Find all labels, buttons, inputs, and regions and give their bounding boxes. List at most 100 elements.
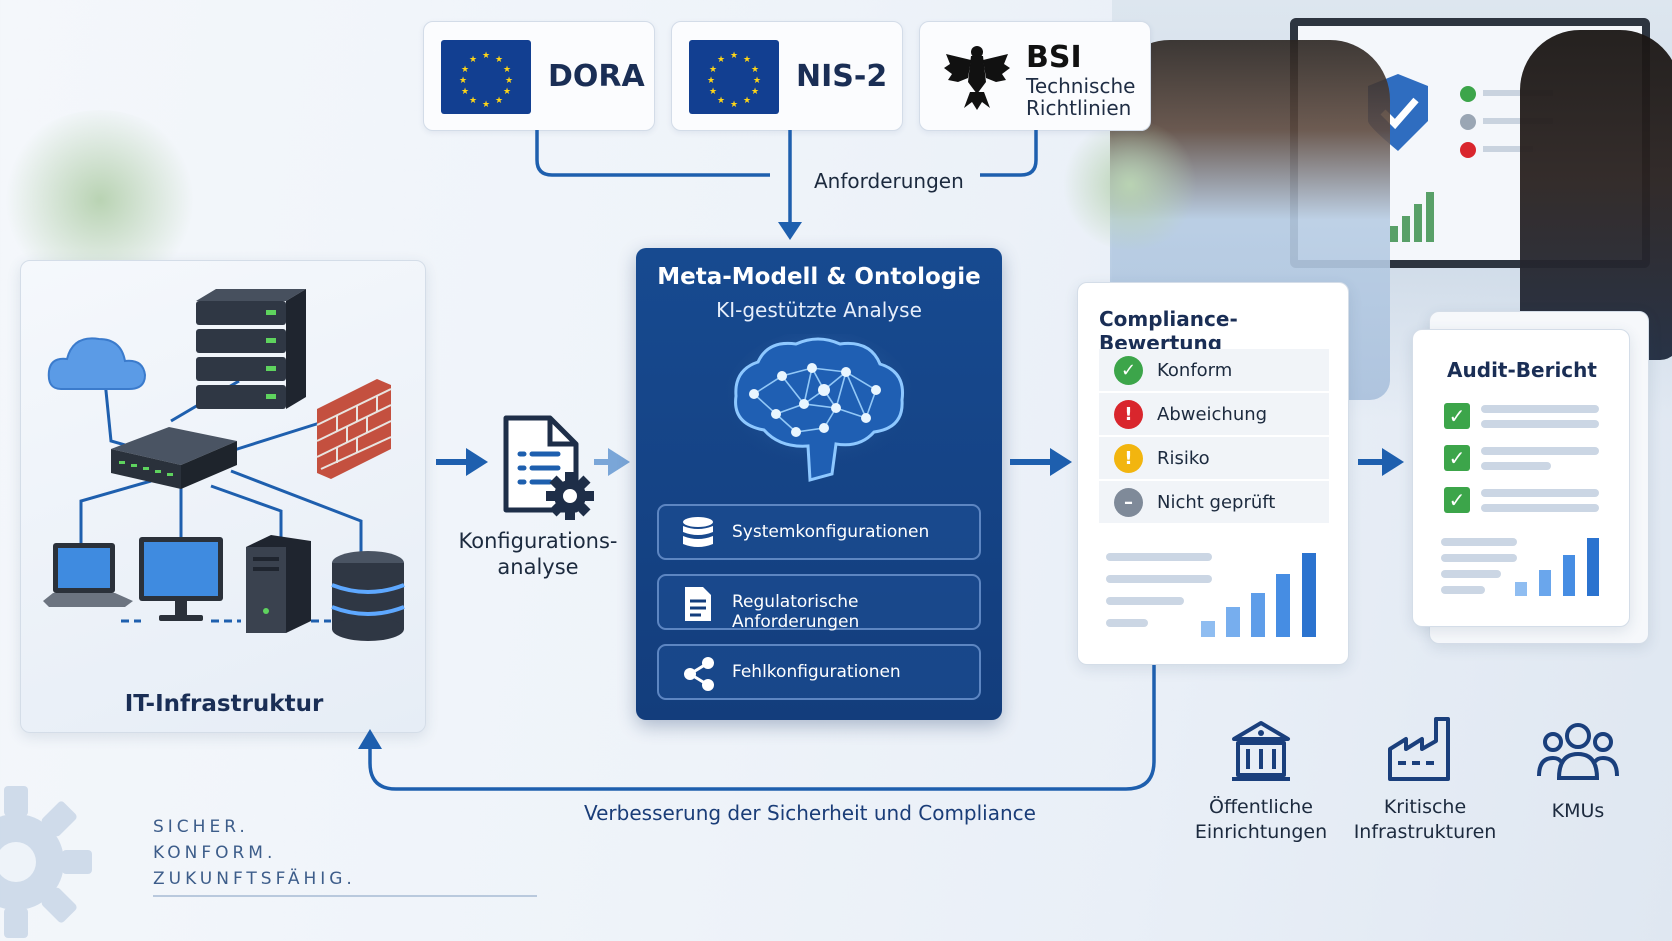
regulation-title: DORA: [548, 59, 645, 94]
svg-text:★: ★: [469, 96, 477, 106]
svg-text:★: ★: [743, 55, 751, 65]
mini-chart-bar: [1587, 538, 1599, 596]
tagline-underline: [153, 895, 537, 897]
placeholder-text-line: [1481, 420, 1599, 428]
status-row-konform: ✓ Konform: [1099, 349, 1329, 391]
placeholder-text-line: [1106, 597, 1184, 605]
checkbox-checked-icon: ✓: [1444, 487, 1470, 513]
svg-text:★: ★: [709, 65, 717, 75]
sector-label-line: Infrastrukturen: [1353, 821, 1497, 843]
audit-title: Audit-Bericht: [1447, 358, 1597, 382]
tagline: SICHER. KONFORM. ZUKUNFTSFÄHIG.: [153, 814, 356, 892]
flow-arrow: [1358, 459, 1384, 465]
svg-text:★: ★: [751, 87, 759, 97]
eu-flag-icon: ★★★★ ★★★★ ★★★★: [441, 40, 531, 114]
server-rack-icon: [196, 289, 306, 409]
factory-icon: [1388, 717, 1450, 781]
flow-arrow-head: [466, 448, 488, 476]
svg-text:★: ★: [505, 76, 513, 86]
requirements-label: Anforderungen: [814, 169, 964, 193]
mini-chart-bar: [1515, 582, 1527, 596]
svg-text:★: ★: [461, 87, 469, 97]
status-label: Abweichung: [1157, 404, 1268, 425]
check-icon: ✓: [1114, 356, 1143, 385]
meta-model-subtitle: KI-gestützte Analyse: [716, 298, 922, 322]
svg-text:★: ★: [709, 87, 717, 97]
feedback-loop-arrow: [358, 665, 1156, 791]
error-icon: !: [1114, 400, 1143, 429]
tagline-line: ZUKUNFTSFÄHIG.: [153, 869, 356, 889]
compliance-title: Compliance-Bewertung: [1099, 307, 1238, 355]
status-label: Nicht geprüft: [1157, 492, 1276, 513]
svg-text:★: ★: [730, 51, 738, 61]
flow-arrow: [436, 459, 468, 465]
database-icon: [331, 551, 405, 641]
svg-text:★: ★: [743, 96, 751, 106]
mini-chart-bar: [1302, 553, 1316, 637]
placeholder-text-line: [1441, 586, 1485, 594]
checkbox-checked-icon: ✓: [1444, 403, 1470, 429]
svg-text:★: ★: [482, 51, 490, 61]
svg-text:★: ★: [495, 96, 503, 106]
public-institution-icon: [1232, 721, 1290, 781]
tower-server-icon: [246, 535, 311, 633]
status-label: Risiko: [1157, 448, 1210, 469]
laptop-icon: [43, 543, 133, 607]
database-icon: [683, 517, 713, 547]
regulation-card-dora: ★★★★ ★★★★ ★★★★ DORA: [423, 21, 655, 131]
tagline-line: KONFORM.: [153, 843, 277, 863]
placeholder-text-line: [1441, 538, 1517, 546]
status-row-nicht-geprueft: – Nicht geprüft: [1099, 481, 1329, 523]
meta-item-regulatorische-anforderungen: Regulatorische Anforderungen: [657, 574, 981, 632]
svg-text:★: ★: [753, 76, 761, 86]
flow-arrow-head: [1382, 448, 1404, 476]
meta-item-label: Regulatorische Anforderungen: [732, 592, 860, 632]
svg-text:★: ★: [503, 87, 511, 97]
placeholder-text-line: [1481, 447, 1599, 455]
placeholder-text-line: [1106, 619, 1148, 627]
config-document-icon: [503, 415, 594, 520]
placeholder-text-line: [1106, 553, 1212, 561]
requirements-connector: [535, 130, 1038, 240]
svg-text:★: ★: [469, 55, 477, 65]
config-analysis-label: Konfigurations- analyse: [452, 528, 624, 580]
feedback-label: Verbesserung der Sicherheit und Complian…: [584, 801, 1036, 825]
placeholder-text-line: [1106, 575, 1212, 583]
mini-chart-bar: [1539, 570, 1551, 596]
cloud-icon: [47, 337, 147, 390]
svg-text:★: ★: [495, 55, 503, 65]
placeholder-text-line: [1441, 554, 1517, 562]
svg-text:★: ★: [751, 65, 759, 75]
sector-label-line: Kritische: [1383, 796, 1467, 818]
regulation-subtitle: Richtlinien: [1026, 96, 1132, 120]
svg-text:★: ★: [717, 55, 725, 65]
firewall-icon: [316, 379, 392, 479]
regulation-title: NIS-2: [796, 59, 888, 94]
svg-text:★: ★: [717, 96, 725, 106]
infrastructure-label: IT-Infrastruktur: [124, 691, 324, 717]
meta-item-systemkonfigurationen: Systemkonfigurationen: [657, 504, 981, 560]
audit-report-panel: Audit-Bericht ✓ ✓ ✓: [1412, 329, 1630, 627]
svg-text:★: ★: [707, 76, 715, 86]
it-infrastructure-panel: IT-Infrastruktur: [20, 260, 426, 733]
federal-eagle-icon: [944, 46, 1010, 110]
meta-item-fehlkonfigurationen: Fehlkonfigurationen: [657, 644, 981, 700]
config-analysis-line: Konfigurations-: [458, 529, 618, 553]
config-analysis-line: analyse: [497, 555, 579, 579]
document-icon: [685, 587, 711, 621]
mini-chart-bar: [1276, 574, 1290, 637]
flow-arrow: [1010, 459, 1052, 465]
eu-flag-icon: ★★★★ ★★★★ ★★★★: [689, 40, 779, 114]
mini-chart-bar: [1201, 621, 1215, 637]
regulation-card-nis2: ★★★★ ★★★★ ★★★★ NIS-2: [671, 21, 903, 131]
sector-label-line: Öffentliche: [1209, 796, 1313, 818]
status-row-risiko: ! Risiko: [1099, 437, 1329, 479]
placeholder-text-line: [1481, 462, 1551, 470]
flow-arrow-head: [608, 448, 630, 476]
placeholder-text-line: [1481, 504, 1599, 512]
checkbox-checked-icon: ✓: [1444, 445, 1470, 471]
tagline-line: SICHER.: [153, 817, 249, 837]
mini-chart-bar: [1563, 555, 1575, 596]
flow-arrow: [594, 459, 610, 465]
network-switch-icon: [111, 427, 237, 489]
